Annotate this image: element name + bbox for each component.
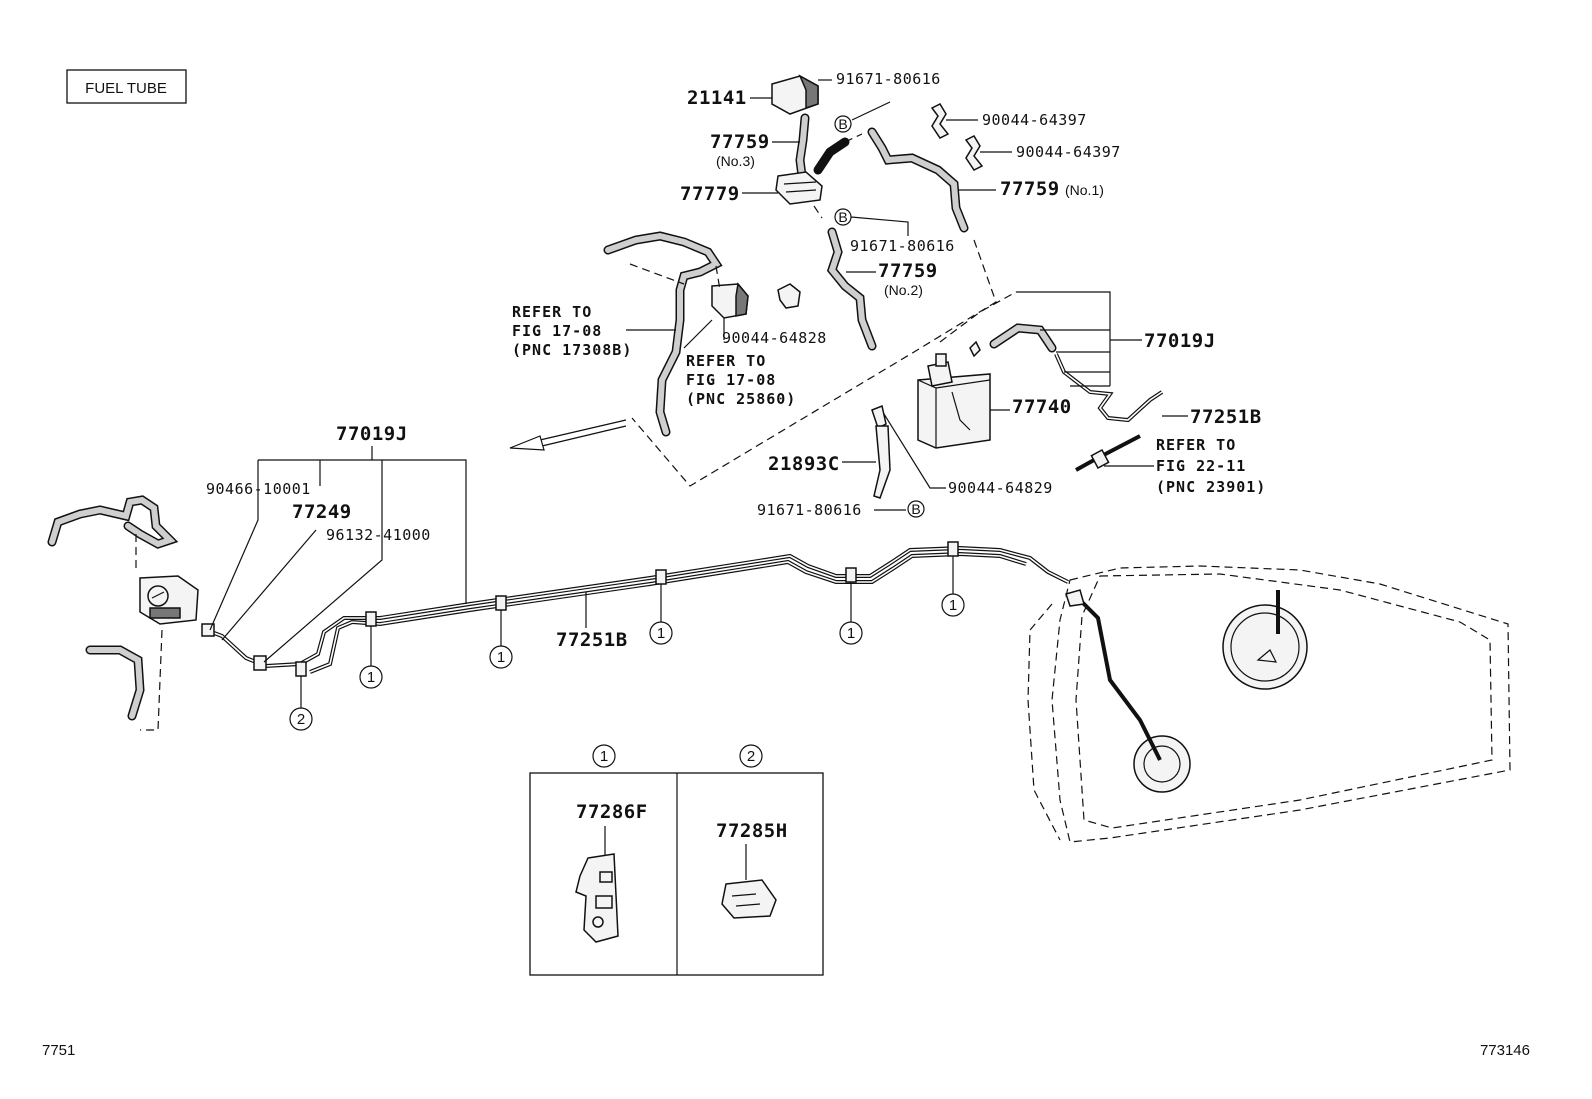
bracket-21893c xyxy=(871,404,891,499)
label-90466-10001: 90466-10001 xyxy=(206,480,311,498)
dash-1 xyxy=(629,263,685,285)
label-77759-no1: 77759 xyxy=(1000,178,1060,200)
clamp-1-b-mark xyxy=(495,595,507,611)
clamp-legend: 1 2 77286F 77285H xyxy=(529,744,824,976)
connector-pnc-23901 xyxy=(1075,434,1141,472)
label-91671-80616-mid: 91671-80616 xyxy=(850,237,955,255)
clamp-1-c-mark xyxy=(655,569,667,585)
ref3-line2: FIG 22-11 xyxy=(1156,457,1246,475)
dash-canister xyxy=(939,291,1017,343)
label-77759-no3: 77759 xyxy=(710,131,770,153)
clamp-marker-1: 1 xyxy=(367,669,375,686)
clamp-1-a-mark xyxy=(365,611,377,627)
label-77740: 77740 xyxy=(1012,396,1072,418)
b-marker-top: B xyxy=(834,115,852,133)
label-77779: 77779 xyxy=(680,183,740,205)
legend-part-77286f: 77286F xyxy=(576,801,648,823)
clamp-77286f-drawing xyxy=(575,853,619,943)
label-77249: 77249 xyxy=(292,501,352,523)
ref2-line2: FIG 17-08 xyxy=(686,371,776,389)
leader-77249 xyxy=(221,529,317,641)
ref1-line2: FIG 17-08 xyxy=(512,322,602,340)
ref1-line1: REFER TO xyxy=(512,303,592,321)
label-77251b-main: 77251B xyxy=(556,629,628,651)
b-marker-low: B xyxy=(907,500,925,518)
clamp-marker-1: 1 xyxy=(847,625,855,642)
label-90044-64828: 90044-64828 xyxy=(722,329,827,347)
label-21141: 21141 xyxy=(687,87,747,109)
ref2-line1: REFER TO xyxy=(686,352,766,370)
hose-stub-dash xyxy=(844,133,863,143)
clamp-2-mark xyxy=(295,661,307,677)
filter-front xyxy=(139,575,199,625)
label-77759-no2-sub: (No.2) xyxy=(884,282,923,298)
leader-77019j-left xyxy=(209,459,467,663)
clip-90044-64828 xyxy=(777,283,801,309)
clamp-1-d-mark xyxy=(845,567,857,583)
direction-arrow-icon xyxy=(509,419,627,451)
dash-outline xyxy=(631,239,997,487)
part-21141-drawing xyxy=(771,74,819,115)
dash-2 xyxy=(715,265,721,291)
label-91671-80616-top: 91671-80616 xyxy=(836,70,941,88)
clip-90044-64397-b xyxy=(964,135,984,171)
clamp-markers: 2 1 1 1 1 1 xyxy=(289,556,965,731)
ref3-line3: (PNC 23901) xyxy=(1156,478,1266,496)
label-77019j-left: 77019J xyxy=(336,423,408,445)
ref2-line3: (PNC 25860) xyxy=(686,390,796,408)
legend-num-1: 1 xyxy=(600,748,608,765)
leader-b-top xyxy=(851,101,891,121)
label-91671-80616-low: 91671-80616 xyxy=(757,501,862,519)
footer-left: 7751 xyxy=(42,1042,75,1059)
title-text: FUEL TUBE xyxy=(85,80,167,97)
title-box: FUEL TUBE xyxy=(66,69,187,104)
label-77251b-right: 77251B xyxy=(1190,406,1262,428)
dash-front-2 xyxy=(140,629,163,731)
hose-stub xyxy=(813,137,850,175)
b-marker-text: B xyxy=(911,501,920,517)
ref1-line3: (PNC 17308B) xyxy=(512,341,632,359)
clip-90044-64397-a xyxy=(930,103,950,139)
clamp-marker-2: 2 xyxy=(297,711,305,728)
b-marker-mid: B xyxy=(834,208,852,226)
label-90044-64829: 90044-64829 xyxy=(948,479,1053,497)
clamp-77285h-drawing xyxy=(721,879,777,919)
leader-77019j-right xyxy=(1016,291,1111,387)
footer-right: 773146 xyxy=(1480,1042,1530,1059)
dash-b-mid xyxy=(813,205,823,219)
label-90044-64397-a: 90044-64397 xyxy=(982,111,1087,129)
legend-num-2: 2 xyxy=(747,748,755,765)
clamp-marker-1: 1 xyxy=(949,597,957,614)
ref3-line1: REFER TO xyxy=(1156,436,1236,454)
leader-91671-mid xyxy=(850,216,909,236)
leader-ref2 xyxy=(683,319,713,349)
b-marker-text: B xyxy=(838,209,847,225)
clamp-1-e-mark xyxy=(947,541,959,557)
label-77759-no1-sub: (No.1) xyxy=(1065,182,1104,198)
clamp-marker-1: 1 xyxy=(657,625,665,642)
part-77779-drawing xyxy=(775,171,823,205)
label-96132-41000: 96132-41000 xyxy=(326,526,431,544)
fuel-tank xyxy=(1027,565,1511,843)
canister-77740 xyxy=(917,353,991,449)
label-77759-no3-sub: (No.3) xyxy=(716,153,755,169)
label-77759-no2: 77759 xyxy=(878,260,938,282)
label-21893c: 21893C xyxy=(768,453,840,475)
clamp-positions xyxy=(295,541,959,677)
label-90044-64397-b: 90044-64397 xyxy=(1016,143,1121,161)
label-77019j-right: 77019J xyxy=(1144,330,1216,352)
clamp-marker-1: 1 xyxy=(497,649,505,666)
legend-part-77285h: 77285H xyxy=(716,820,788,842)
leader-90044-64829 xyxy=(883,413,946,489)
b-marker-text: B xyxy=(838,116,847,132)
canister-clip xyxy=(969,340,981,358)
valve-pnc-25860 xyxy=(711,282,749,319)
tube-77251b-right xyxy=(1054,353,1164,423)
